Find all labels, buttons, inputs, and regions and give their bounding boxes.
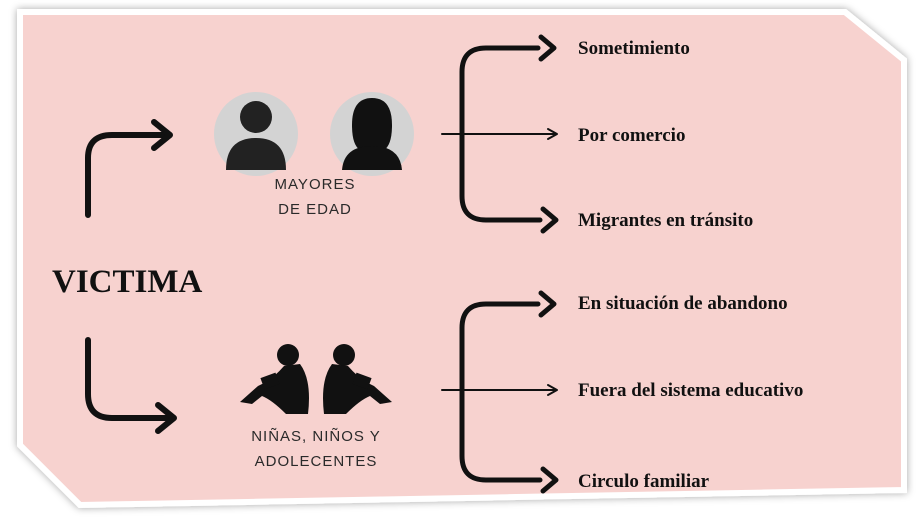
upper-group-connectors — [441, 34, 559, 234]
category-abandono: En situación de abandono — [578, 293, 788, 314]
adults-label-line1: MAYORES — [275, 176, 356, 193]
category-por-comercio: Por comercio — [578, 125, 685, 146]
children-reading-icon — [240, 344, 392, 414]
category-fuera-sistema: Fuera del sistema educativo — [578, 380, 803, 401]
lower-branch-arrow — [85, 337, 177, 434]
category-sometimiento: Sometimiento — [578, 38, 690, 59]
lower-group-connectors — [441, 290, 559, 494]
woman-silhouette-icon — [330, 92, 414, 176]
upper-branch-arrow — [85, 119, 173, 218]
category-circulo-familiar: Circulo familiar — [578, 471, 710, 492]
victima-title: VICTIMA — [52, 264, 203, 300]
children-label-line1: NIÑAS, NIÑOS Y — [251, 428, 381, 445]
adults-label-line2: DE EDAD — [278, 201, 352, 218]
man-silhouette-icon — [214, 92, 298, 176]
category-migrantes: Migrantes en tránsito — [578, 210, 753, 231]
children-label-line2: ADOLECENTES — [255, 453, 378, 470]
